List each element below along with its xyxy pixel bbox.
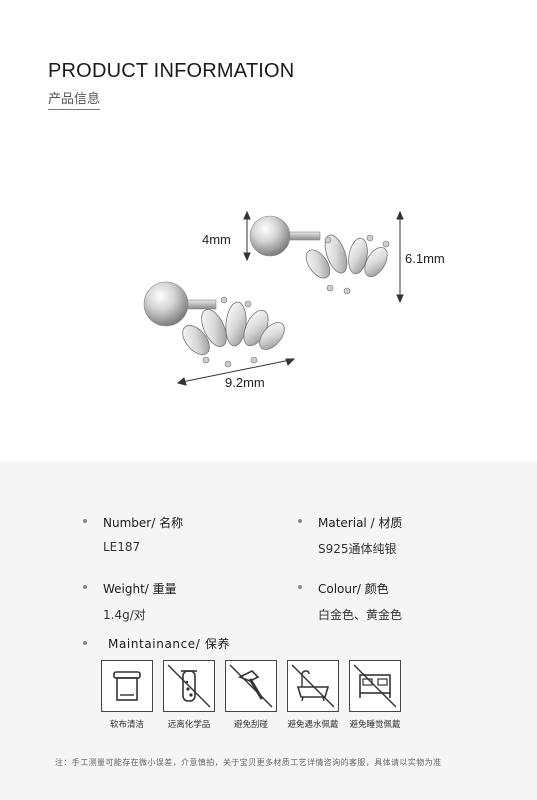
earring-illustration <box>143 210 404 386</box>
spec-colour-label: Colour/ 颜色 <box>318 582 389 596</box>
earring-front <box>143 281 285 368</box>
bullet-dot <box>298 519 302 523</box>
care-item-hammer: 避免刮碰 <box>225 660 277 730</box>
care-item-bed: 避免睡觉佩戴 <box>349 660 401 730</box>
spec-weight-value: 1.4g/对 <box>103 608 146 622</box>
care-item-chemical: 远离化学品 <box>163 660 215 730</box>
care-item-soft-cloth: 软布清洁 <box>101 660 153 730</box>
dimension-lines <box>176 210 404 386</box>
footer-note: 注：手工测量可能存在微小误差，介意慎拍，关于宝贝更多材质工艺详情咨询的客服，具体… <box>55 758 442 767</box>
spec-number-label: Number/ 名称 <box>103 516 184 530</box>
height-label: 6.1mm <box>405 251 445 266</box>
spec-colour-value: 白金色、黄金色 <box>318 608 403 622</box>
spec-number-value: LE187 <box>103 540 141 554</box>
page-title: PRODUCT INFORMATION <box>48 60 295 82</box>
bullet-dot <box>298 585 302 589</box>
bullet-dot <box>83 585 87 589</box>
bath-prohibited-icon <box>287 660 339 712</box>
care-caption: 避免睡觉佩戴 <box>349 720 401 730</box>
bullet-dot <box>83 641 87 645</box>
spec-colour: Colour/ 颜色 白金色、黄金色 <box>298 580 403 623</box>
care-caption: 远离化学品 <box>167 720 211 730</box>
spec-weight: Weight/ 重量 1.4g/对 <box>83 580 177 623</box>
spec-weight-label: Weight/ 重量 <box>103 582 177 596</box>
care-caption: 软布清洁 <box>109 720 144 730</box>
care-caption: 避免刮碰 <box>233 720 268 730</box>
earring-back <box>249 215 390 295</box>
ball-size-label: 4mm <box>202 232 231 247</box>
spec-panel <box>0 462 537 800</box>
maintenance-label: Maintainance/ 保养 <box>108 637 231 651</box>
spec-number: Number/ 名称 LE187 <box>83 514 184 554</box>
bed-prohibited-icon <box>349 660 401 712</box>
bullet-dot <box>83 519 87 523</box>
spec-material: Material / 材质 S925通体纯银 <box>298 514 403 557</box>
hammer-prohibited-icon <box>225 660 277 712</box>
width-label: 9.2mm <box>225 375 265 390</box>
spec-material-value: S925通体纯银 <box>318 542 397 556</box>
care-item-bath: 避免遇水佩戴 <box>287 660 339 730</box>
chemical-prohibited-icon <box>163 660 215 712</box>
spec-material-label: Material / 材质 <box>318 516 403 530</box>
soft-cloth-icon <box>101 660 153 712</box>
page-subtitle: 产品信息 <box>48 88 101 110</box>
care-caption: 避免遇水佩戴 <box>287 720 339 730</box>
